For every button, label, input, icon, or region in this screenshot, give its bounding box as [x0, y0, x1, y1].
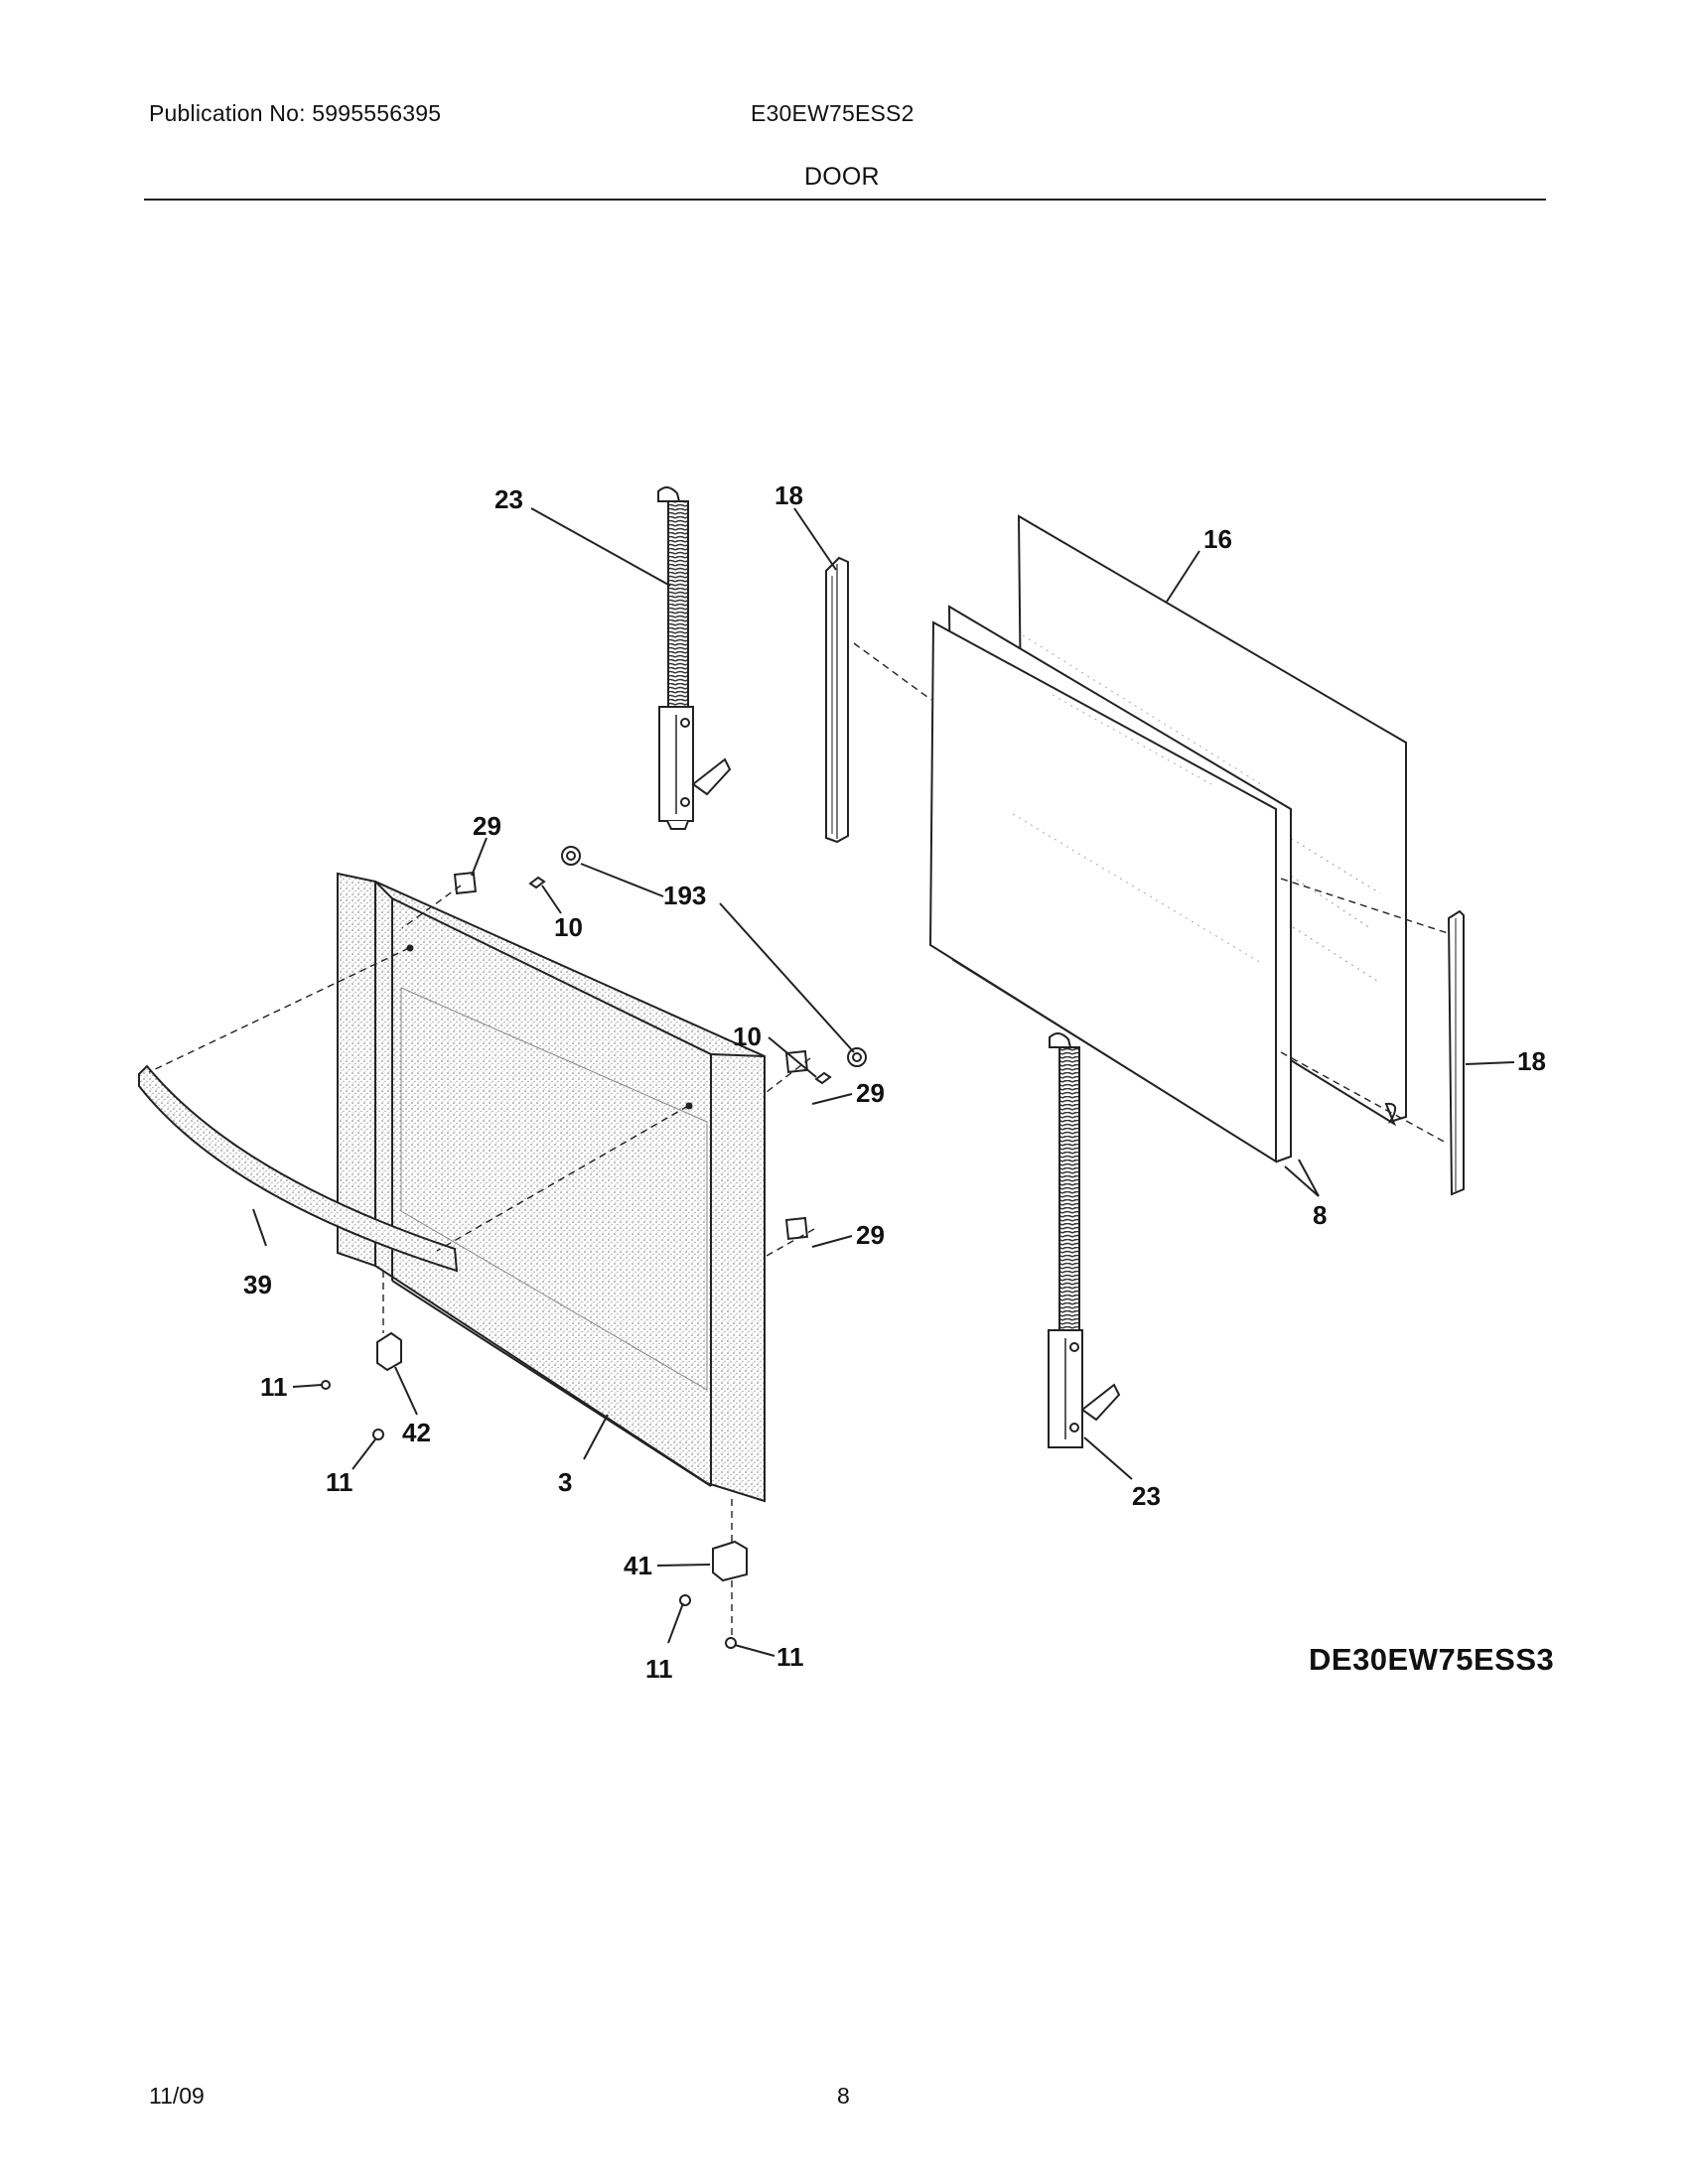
callout-42: 42 — [402, 1418, 431, 1447]
callout-29-middle: 29 — [856, 1078, 885, 1108]
door-outer-panel — [337, 872, 766, 1503]
model-number: E30EW75ESS2 — [751, 100, 914, 126]
callout-23-upper: 23 — [494, 484, 523, 514]
callout-10-upper: 10 — [554, 912, 583, 942]
publication-number: Publication No: 5995556395 — [149, 100, 442, 126]
footer-page-number: 8 — [837, 2083, 850, 2109]
callout-11-bottom-left: 11 — [645, 1654, 673, 1684]
door-seal-strip-left — [825, 556, 849, 844]
leader-lines — [252, 507, 1515, 1657]
callout-39: 39 — [243, 1270, 272, 1299]
inner-glass-panels — [928, 605, 1292, 1163]
assembly-lines — [148, 642, 1449, 1638]
door-handle — [138, 1064, 459, 1273]
callout-18-left: 18 — [774, 480, 803, 510]
callout-193: 193 — [663, 881, 706, 910]
callout-11-left: 11 — [260, 1372, 288, 1402]
callouts: 23 18 16 29 10 193 10 29 29 18 8 39 11 4… — [243, 480, 1546, 1684]
callout-11-lower-left: 11 — [326, 1467, 353, 1497]
callout-41: 41 — [624, 1551, 652, 1580]
callout-8: 8 — [1313, 1200, 1327, 1230]
hinge-upper — [657, 486, 732, 830]
callout-23-lower: 23 — [1132, 1481, 1161, 1511]
callout-11-bottom-right: 11 — [776, 1642, 804, 1672]
callout-10-lower: 10 — [733, 1022, 762, 1051]
footer-date: 11/09 — [149, 2083, 205, 2109]
diagram-id-label: DE30EW75ESS3 — [1309, 1642, 1555, 1677]
callout-29-bottom: 29 — [856, 1220, 885, 1250]
hinge-lower — [1048, 1032, 1121, 1448]
callout-18-right: 18 — [1517, 1046, 1546, 1076]
callout-29-top: 29 — [473, 811, 501, 841]
header-rule — [144, 199, 1546, 201]
section-title: DOOR — [804, 163, 880, 191]
callout-16: 16 — [1203, 524, 1232, 554]
door-seal-strip-right — [1447, 909, 1465, 1196]
callout-3: 3 — [558, 1467, 572, 1497]
